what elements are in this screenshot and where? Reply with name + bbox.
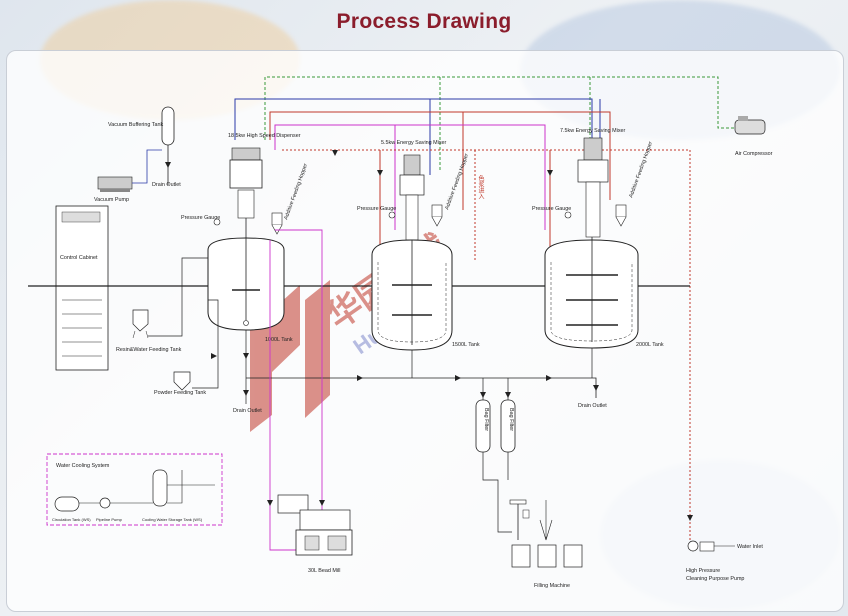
cn-vertical-label: 色浆进入 xyxy=(477,174,484,199)
filling-machine-label: Filling Machine xyxy=(534,583,570,589)
bead-mill-pipes xyxy=(269,229,323,551)
drain-outlet-mid-label: Drain Outlet xyxy=(233,408,262,414)
additive-hopper-1: Additive Feeding Hopper xyxy=(271,163,309,235)
filter-feed-pipes xyxy=(482,378,509,400)
vacuum-buffering-tank: Vacuum Buffering Tank xyxy=(108,106,175,185)
powder-feed-pipe xyxy=(192,299,219,389)
pressure-gauge-3-label: Pressure Gauge xyxy=(532,206,571,212)
dispenser-label: 18.5kw High Speed Dispenser xyxy=(228,133,301,139)
valves xyxy=(165,150,693,521)
filling-machine: Filling Machine xyxy=(509,499,583,589)
additive-hopper-3-label: Additive Feeding Hopper xyxy=(628,141,654,199)
tank-1500l: 1500L Tank xyxy=(371,239,480,351)
tank-1000-label: 1000L Tank xyxy=(265,337,293,343)
mixer-75-label: 7.5kw Energy Saving Mixer xyxy=(560,128,626,134)
mixer-55: 5.5kw Energy Saving Mixer xyxy=(381,140,447,241)
mixer-55-label: 5.5kw Energy Saving Mixer xyxy=(381,140,447,146)
tank-2000-label: 2000L Tank xyxy=(636,342,664,348)
bag-filter-1: Bag Filter xyxy=(475,399,491,453)
pressure-gauge-2 xyxy=(388,211,396,219)
control-cabinet-label: Control Cabinet xyxy=(60,255,98,261)
pressure-gauge-3 xyxy=(564,211,572,219)
high-speed-dispenser: 18.5kw High Speed Dispenser xyxy=(228,133,301,219)
tank-1000l: 1000L Tank xyxy=(207,218,293,343)
resin-feed-pipe xyxy=(148,257,208,337)
pressure-gauge-1 xyxy=(213,218,221,226)
additive-hopper-1-label: Additive Feeding Hopper xyxy=(283,163,309,221)
bag-filter-2: Bag Filter xyxy=(500,399,516,453)
mixer-75: 7.5kw Energy Saving Mixer xyxy=(560,128,626,238)
page-title: Process Drawing xyxy=(336,10,512,33)
water-cooling-system-label: Water Cooling System xyxy=(56,463,110,469)
water-cooling-system: Water Cooling System Circulation Tank (W… xyxy=(46,453,223,526)
additive-hopper-2: Additive Feeding Hopper xyxy=(431,153,470,227)
additive-hopper-2-label: Additive Feeding Hopper xyxy=(444,153,470,211)
additive-hopper-3: Additive Feeding Hopper xyxy=(615,141,654,227)
bag-filter-1-label: Bag Filter xyxy=(483,408,489,431)
resin-water-feeding-tank: Resin&Water Feeding Tank xyxy=(116,309,182,353)
bag-filter-2-label: Bag Filter xyxy=(508,408,514,431)
air-compressor-label: Air Compressor xyxy=(735,151,773,157)
tank-2000l: 2000L Tank xyxy=(544,237,664,349)
collection-line xyxy=(246,377,597,398)
drain-outlet-top-label: Drain Outlet xyxy=(152,182,181,188)
pressure-gauge-1-label: Pressure Gauge xyxy=(181,215,220,221)
vacuum-pump: Vacuum Pump xyxy=(94,149,162,203)
vacuum-pump-label: Vacuum Pump xyxy=(94,197,129,203)
resin-water-feeding-tank-label: Resin&Water Feeding Tank xyxy=(116,347,182,353)
powder-feeding-tank-label: Powder Feeding Tank xyxy=(154,390,206,396)
air-compressor: Air Compressor xyxy=(734,116,773,157)
water-inlet-label: Water Inlet xyxy=(737,544,763,550)
pipeline-pump-label: Pipeline Pump xyxy=(96,517,123,522)
cleaning-pump-line1: High Pressure xyxy=(686,568,720,574)
drain-outlet-right-label: Drain Outlet xyxy=(578,403,607,409)
cooling-water-storage-label: Cooling Water Storage Tank (WS) xyxy=(142,517,203,522)
top-pipe-network xyxy=(234,76,735,540)
bead-mill: 30L Bead Mill xyxy=(277,494,353,574)
cleaning-pump-line2: Cleaning Purpose Pump xyxy=(686,576,744,582)
pressure-gauge-2-label: Pressure Gauge xyxy=(357,206,396,212)
powder-feeding-tank: Powder Feeding Tank xyxy=(154,371,206,396)
vacuum-buffering-tank-label: Vacuum Buffering Tank xyxy=(108,122,163,128)
filter-outlet-pipe xyxy=(482,452,512,533)
cleaning-pump: Water Inlet High Pressure Cleaning Purpo… xyxy=(686,540,763,582)
tank-1500-label: 1500L Tank xyxy=(452,342,480,348)
bead-mill-label: 30L Bead Mill xyxy=(308,568,340,574)
control-cabinet: Control Cabinet xyxy=(55,205,109,371)
circulation-tank-label: Circulation Tank (WS) xyxy=(52,517,91,522)
